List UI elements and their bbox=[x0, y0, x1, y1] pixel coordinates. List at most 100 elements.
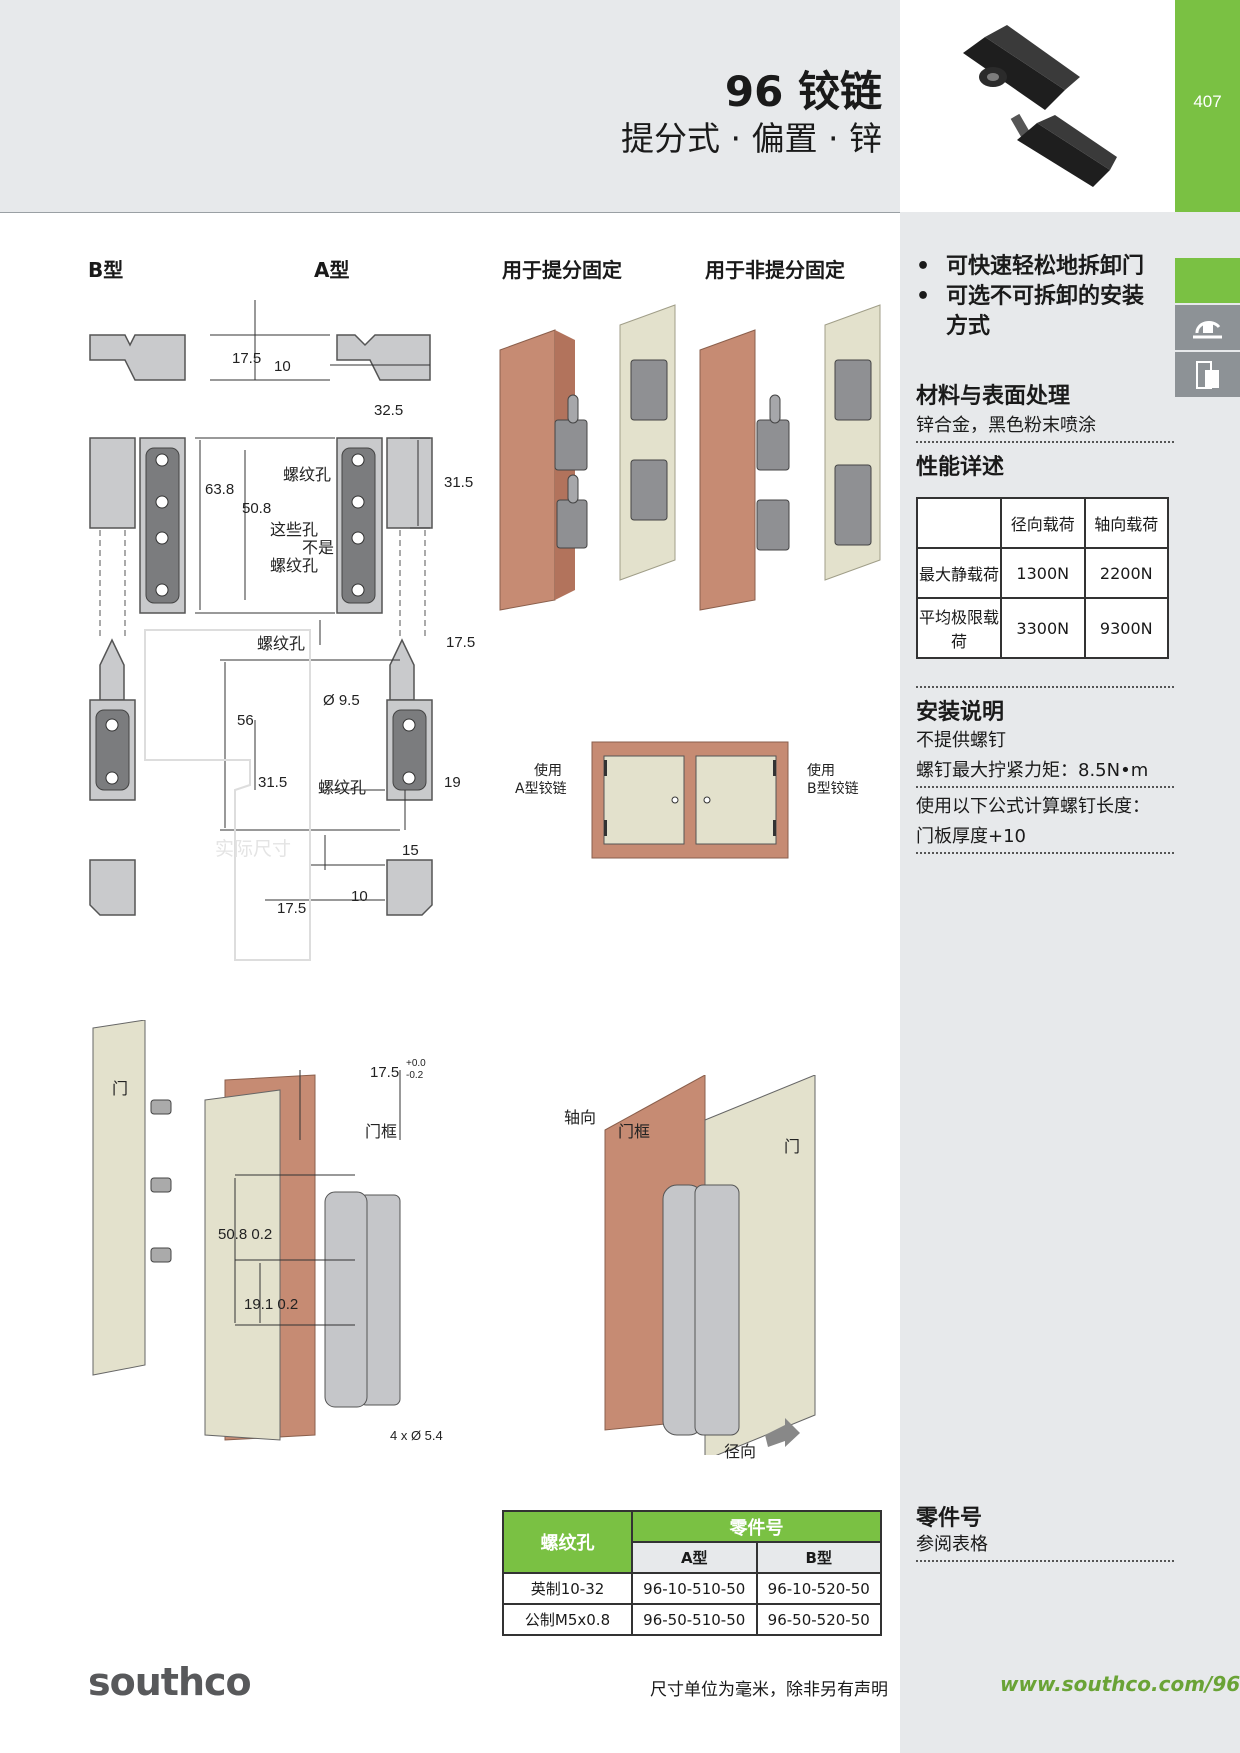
dim-63-8: 63.8 bbox=[205, 481, 235, 498]
section-tab-offset[interactable] bbox=[1175, 352, 1240, 397]
parts-cell-b: 96-10-520-50 bbox=[755, 1572, 882, 1605]
type-a-leaf bbox=[386, 437, 433, 529]
label-thread-hole-top: 螺纹孔 bbox=[283, 465, 332, 484]
perf-cell: 1300N bbox=[1000, 547, 1086, 599]
type-a-bottom-profile bbox=[386, 859, 433, 916]
footer-note: 尺寸单位为毫米，除非另有声明 bbox=[650, 1680, 888, 1700]
perf-row-label: 平均极限载荷 bbox=[916, 597, 1002, 659]
mounting-illustration bbox=[499, 304, 881, 611]
dim-19: 19 bbox=[444, 774, 461, 791]
dim-50-8: 50.8 bbox=[242, 500, 272, 517]
performance-heading: 性能详述 bbox=[916, 455, 1005, 480]
southco-logo: southco bbox=[88, 1660, 252, 1704]
col-head-type-a: A型 bbox=[314, 258, 350, 282]
type-b-leaf bbox=[89, 437, 136, 529]
dim-10-bot: 10 bbox=[351, 888, 368, 905]
note-not: 不是 bbox=[302, 538, 335, 557]
parts-head-thread: 螺纹孔 bbox=[502, 1510, 633, 1574]
table-row: 公制M5x0.8 96-50-510-50 96-50-520-50 bbox=[502, 1603, 882, 1636]
dim-17-5-install: 17.5 bbox=[370, 1064, 400, 1081]
watermark-actual-size: 实际尺寸 bbox=[215, 838, 292, 860]
sidebar-column bbox=[900, 212, 1240, 1753]
parts-cell-thread: 英制10-32 bbox=[502, 1572, 633, 1605]
install-line: 螺钉最大拧紧力矩：8.5N•m bbox=[916, 756, 1174, 788]
label-axial: 轴向 bbox=[564, 1108, 597, 1127]
parts-cell-a: 96-50-510-50 bbox=[631, 1603, 758, 1636]
col-head-nonliftoff: 用于非提分固定 bbox=[705, 258, 845, 282]
install-line: 使用以下公式计算螺钉长度： bbox=[916, 796, 1150, 817]
feature-list: • 可快速轻松地拆卸门 • 可选不可拆卸的安装方式 bbox=[916, 252, 1166, 342]
dim-19-1-tol: 19.1 0.2 bbox=[244, 1296, 299, 1313]
label-radial: 径向 bbox=[724, 1442, 757, 1461]
perf-corner bbox=[916, 497, 1002, 549]
bullet-icon: • bbox=[916, 254, 931, 279]
perf-cell: 2200N bbox=[1083, 547, 1169, 599]
dim-10-top: 10 bbox=[274, 358, 291, 375]
perf-row: 平均极限载荷 3300N 9300N bbox=[916, 597, 1169, 659]
partno-heading: 零件号 bbox=[916, 1506, 983, 1531]
label-door-2: 门 bbox=[784, 1137, 801, 1156]
dim-31-5-bot: 31.5 bbox=[258, 774, 288, 791]
dim-15: 15 bbox=[402, 842, 419, 859]
perf-row-label: 最大静载荷 bbox=[916, 547, 1002, 599]
type-a-top-profile bbox=[336, 334, 431, 381]
feature-text: 可快速轻松地拆卸门 bbox=[946, 254, 1145, 279]
dim-4x-dia: 4 x Ø 5.4 bbox=[390, 1428, 443, 1443]
footer-url-link[interactable]: www.southco.com/96 bbox=[1000, 1672, 1240, 1696]
tol-plus: +0.0 bbox=[406, 1058, 426, 1069]
page-number: 407 bbox=[1193, 92, 1222, 111]
dimension-drawing bbox=[89, 300, 433, 961]
feature-item: • 可选不可拆卸的安装方式 bbox=[916, 282, 1166, 342]
dim-56: 56 bbox=[237, 712, 254, 729]
label-use-b-2: B型铰链 bbox=[807, 781, 859, 797]
perf-col-axial: 轴向载荷 bbox=[1083, 497, 1169, 549]
dim-17-5-top: 17.5 bbox=[232, 350, 262, 367]
parts-head-partno: 零件号 bbox=[631, 1510, 882, 1543]
perf-row: 最大静载荷 1300N 2200N bbox=[916, 547, 1169, 599]
frame-front-view bbox=[591, 741, 789, 859]
installation-view-right bbox=[604, 1075, 816, 1455]
col-head-liftoff: 用于提分固定 bbox=[502, 258, 622, 282]
installation-view-left bbox=[92, 1020, 401, 1441]
dim-31-5-top: 31.5 bbox=[444, 474, 474, 491]
dim-dia-9-5: Ø 9.5 bbox=[323, 692, 360, 709]
parts-head-a: A型 bbox=[631, 1541, 758, 1574]
label-frame: 门框 bbox=[365, 1122, 398, 1141]
dim-50-8-tol: 50.8 0.2 bbox=[218, 1226, 273, 1243]
performance-table: 径向载荷 轴向载荷 最大静载荷 1300N 2200N 平均极限载荷 3300N… bbox=[916, 497, 1169, 659]
part-number-table: 螺纹孔 零件号 A型 B型 英制10-32 96-10-510-50 96-10… bbox=[502, 1510, 882, 1636]
label-door: 门 bbox=[112, 1079, 129, 1098]
page-title: 96 铰链 bbox=[724, 67, 882, 116]
header-band bbox=[0, 0, 900, 213]
label-frame-2: 门框 bbox=[618, 1122, 651, 1141]
parts-cell-thread: 公制M5x0.8 bbox=[502, 1603, 633, 1636]
bullet-icon: • bbox=[916, 284, 931, 309]
dim-32-5: 32.5 bbox=[374, 402, 404, 419]
note-thread: 螺纹孔 bbox=[270, 556, 319, 575]
label-use-a-2: A型铰链 bbox=[515, 781, 567, 797]
type-b-top-profile bbox=[89, 334, 186, 381]
parts-head-b: B型 bbox=[755, 1541, 882, 1574]
feature-item: • 可快速轻松地拆卸门 bbox=[916, 252, 1166, 282]
divider bbox=[916, 686, 1174, 688]
type-b-bottom-profile bbox=[89, 859, 136, 916]
install-line: 不提供螺钉 bbox=[916, 730, 1006, 751]
col-head-type-b: B型 bbox=[88, 258, 124, 282]
type-b-pin bbox=[99, 638, 125, 701]
dim-17-5-bot: 17.5 bbox=[277, 900, 307, 917]
feature-text: 可选不可拆卸的安装方式 bbox=[946, 284, 1145, 339]
partno-text: 参阅表格 bbox=[916, 1530, 1174, 1562]
material-heading: 材料与表面处理 bbox=[916, 384, 1071, 409]
label-use-b-1: 使用 bbox=[807, 763, 835, 779]
lift-off-hinge-icon bbox=[1193, 321, 1222, 339]
perf-cell: 9300N bbox=[1083, 597, 1169, 659]
header-product-area bbox=[900, 0, 1175, 213]
page-subtitle: 提分式 · 偏置 · 锌 bbox=[621, 119, 882, 158]
dim-17-5-mid: 17.5 bbox=[446, 634, 476, 651]
label-use-a-1: 使用 bbox=[534, 763, 562, 779]
table-row: 英制10-32 96-10-510-50 96-10-520-50 bbox=[502, 1572, 882, 1605]
section-tab-lift-off[interactable] bbox=[1175, 305, 1240, 350]
perf-col-radial: 径向载荷 bbox=[1000, 497, 1086, 549]
material-text: 锌合金，黑色粉末喷涂 bbox=[916, 411, 1174, 443]
section-tab-active[interactable] bbox=[1175, 258, 1240, 303]
